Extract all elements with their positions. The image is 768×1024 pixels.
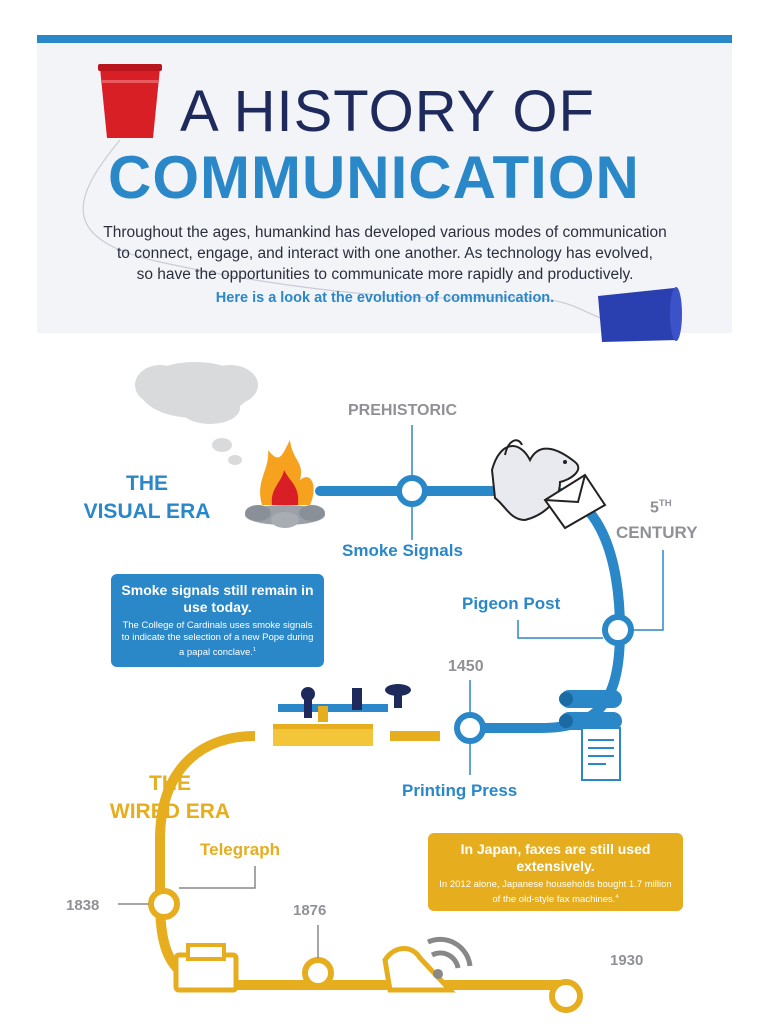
top-accent-bar xyxy=(37,35,732,43)
callout-smoke-signals: Smoke signals still remain in use today.… xyxy=(111,574,324,667)
footnote-marker: 1 xyxy=(252,647,257,653)
era-label-line: THE xyxy=(126,472,168,495)
timeline-node-telegraph xyxy=(148,888,180,920)
yellow-end-node xyxy=(549,979,583,1013)
century-number: 5 xyxy=(650,499,659,517)
red-cup-icon xyxy=(98,64,162,138)
blue-cup-icon xyxy=(598,287,682,342)
label-telegraph: Telegraph xyxy=(200,840,280,859)
label-smoke-signals: Smoke Signals xyxy=(342,541,463,560)
timeline-node-printing-press xyxy=(454,712,486,744)
era-label-line: VISUAL ERA xyxy=(83,500,211,523)
label-5th: 5TH xyxy=(650,498,672,517)
intro-line: to connect, engage, and interact with on… xyxy=(117,245,653,262)
era-label-visual: THE VISUAL ERA xyxy=(72,470,222,526)
label-1450: 1450 xyxy=(448,658,484,675)
label-prehistoric: PREHISTORIC xyxy=(348,402,458,419)
yellow-connectors xyxy=(118,866,319,958)
era-label-line: WIRED ERA xyxy=(109,800,231,823)
blue-connectors xyxy=(411,425,664,775)
intro-paragraph: Throughout the ages, humankind has devel… xyxy=(60,222,710,285)
envelope-icon xyxy=(543,473,607,530)
telegraph-key-icon xyxy=(273,684,411,746)
callout-body-text: The College of Cardinals uses smoke sign… xyxy=(121,620,314,659)
page-title-line1: A HISTORY OF xyxy=(180,79,595,144)
label-1876: 1876 xyxy=(293,902,327,919)
printing-press-icon xyxy=(559,690,622,781)
smoke-cloud-icon xyxy=(135,362,258,465)
pigeon-icon xyxy=(490,439,580,522)
footnote-marker: 4 xyxy=(615,894,619,900)
callout-heading: In Japan, faxes are still used extensive… xyxy=(460,841,651,874)
fax-machine-icon xyxy=(173,943,239,993)
century-suffix: TH xyxy=(658,498,672,509)
callout-heading: Smoke signals still remain in use today. xyxy=(121,582,314,615)
page-title-line2: COMMUNICATION xyxy=(108,144,640,211)
callout-body: In 2012 alone, Japanese households bough… xyxy=(428,879,683,906)
label-1930: 1930 xyxy=(610,952,644,969)
timeline-node-1876 xyxy=(302,957,334,989)
callout-fax: In Japan, faxes are still used extensive… xyxy=(428,833,683,911)
callout-body-text: In 2012 alone, Japanese households bough… xyxy=(439,879,672,906)
label-century: CENTURY xyxy=(616,523,698,542)
intro-lead: Here is a look at the evolution of commu… xyxy=(215,290,555,306)
callout-body: The College of Cardinals uses smoke sign… xyxy=(111,620,324,659)
label-printing-press: Printing Press xyxy=(402,781,518,800)
timeline-node-smoke-signals xyxy=(396,475,428,507)
intro-line: so have the opportunities to communicate… xyxy=(136,266,634,283)
campfire-icon xyxy=(245,440,325,528)
intro-line: Throughout the ages, humankind has devel… xyxy=(103,224,667,241)
label-pigeon-post: Pigeon Post xyxy=(462,594,561,613)
era-label-wired: THE WIRED ERA xyxy=(70,770,270,826)
cup-string xyxy=(82,139,601,319)
telephone-icon xyxy=(382,936,473,993)
label-1838: 1838 xyxy=(66,897,100,914)
timeline-node-pigeon-post xyxy=(602,614,634,646)
era-label-line: THE xyxy=(149,772,191,795)
